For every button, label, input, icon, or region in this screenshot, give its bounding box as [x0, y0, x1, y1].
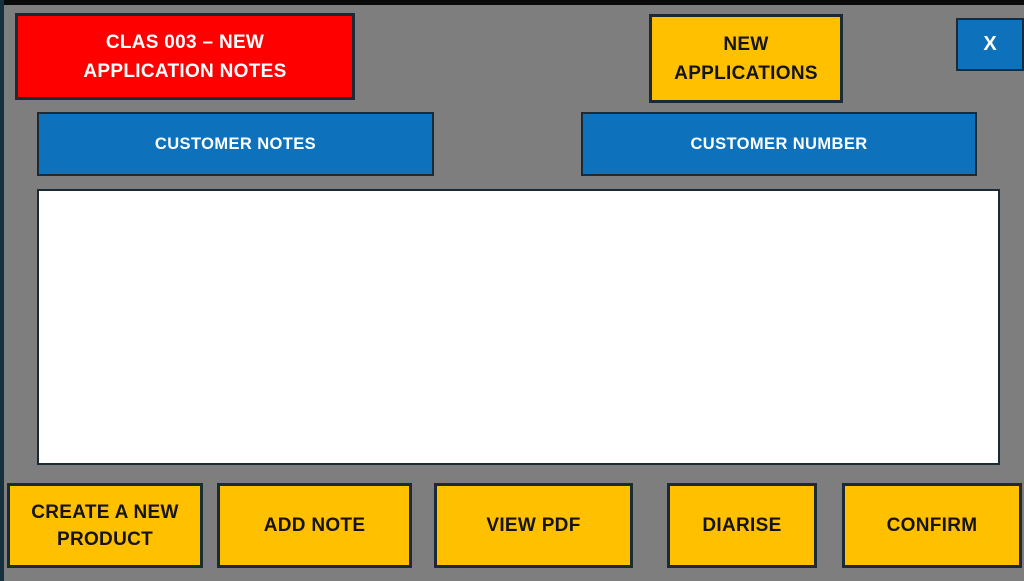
customer-number-header-label: CUSTOMER NUMBER: [690, 134, 868, 153]
diarise-button[interactable]: DIARISE: [667, 483, 817, 568]
title-banner: CLAS 003 – NEW APPLICATION NOTES: [15, 13, 355, 100]
add-note-button[interactable]: ADD NOTE: [217, 483, 412, 568]
confirm-label: CONFIRM: [886, 515, 978, 536]
diarise-label: DIARISE: [702, 515, 782, 536]
view-pdf-label: VIEW PDF: [486, 515, 581, 536]
close-icon: X: [983, 33, 997, 55]
create-new-product-label: CREATE A NEW PRODUCT: [31, 501, 179, 550]
screen-left-edge: [0, 0, 4, 581]
confirm-button[interactable]: CONFIRM: [842, 483, 1022, 568]
customer-notes-area[interactable]: [37, 189, 1000, 465]
close-button[interactable]: X: [956, 18, 1024, 71]
customer-notes-header[interactable]: CUSTOMER NOTES: [37, 112, 434, 176]
title-banner-label: CLAS 003 – NEW APPLICATION NOTES: [83, 31, 287, 82]
create-new-product-button[interactable]: CREATE A NEW PRODUCT: [7, 483, 203, 568]
customer-notes-header-label: CUSTOMER NOTES: [154, 134, 317, 153]
new-applications-label: NEW APPLICATIONS: [674, 33, 818, 84]
add-note-label: ADD NOTE: [263, 515, 366, 536]
new-applications-button[interactable]: NEW APPLICATIONS: [649, 14, 843, 103]
view-pdf-button[interactable]: VIEW PDF: [434, 483, 633, 568]
customer-number-header[interactable]: CUSTOMER NUMBER: [581, 112, 977, 176]
screen-top-edge: [0, 0, 1024, 5]
